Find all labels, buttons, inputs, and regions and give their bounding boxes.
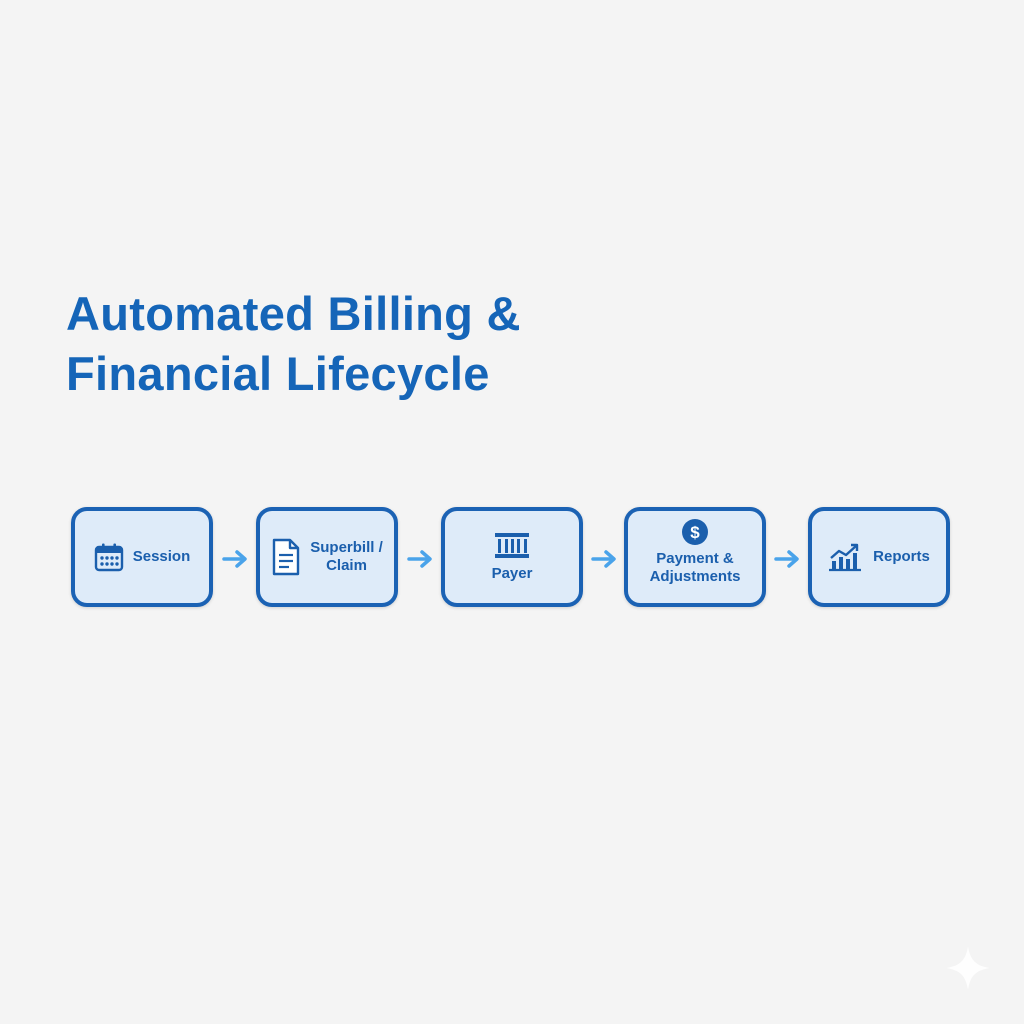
step-payment-adjustments: $ Payment & Adjustments <box>624 507 766 607</box>
calendar-icon <box>94 542 124 572</box>
arrow-icon <box>222 550 247 568</box>
arrow-icon <box>591 550 616 568</box>
step-label-reports: Reports <box>873 548 930 565</box>
chart-trend-icon <box>828 542 862 572</box>
bank-icon <box>493 531 531 559</box>
step-payer: Payer <box>441 507 583 607</box>
arrow-icon <box>774 550 799 568</box>
title-line-1: Automated Billing & <box>66 287 521 340</box>
step-session: Session <box>71 507 213 607</box>
diagram-title: Automated Billing & Financial Lifecycle <box>66 284 521 404</box>
step-label-superbill-claim: Superbill / Claim <box>310 539 383 574</box>
sparkle-icon <box>946 946 990 990</box>
svg-text:$: $ <box>690 523 700 542</box>
step-superbill-claim: Superbill / Claim <box>256 507 398 607</box>
step-label-payment-adjustments: Payment & Adjustments <box>649 550 741 585</box>
step-reports: Reports <box>808 507 950 607</box>
dollar-coin-icon: $ <box>681 518 709 546</box>
document-icon <box>271 537 301 577</box>
step-label-session: Session <box>132 548 191 565</box>
title-line-2: Financial Lifecycle <box>66 347 490 400</box>
arrow-icon <box>407 550 432 568</box>
step-label-payer: Payer <box>491 565 533 582</box>
